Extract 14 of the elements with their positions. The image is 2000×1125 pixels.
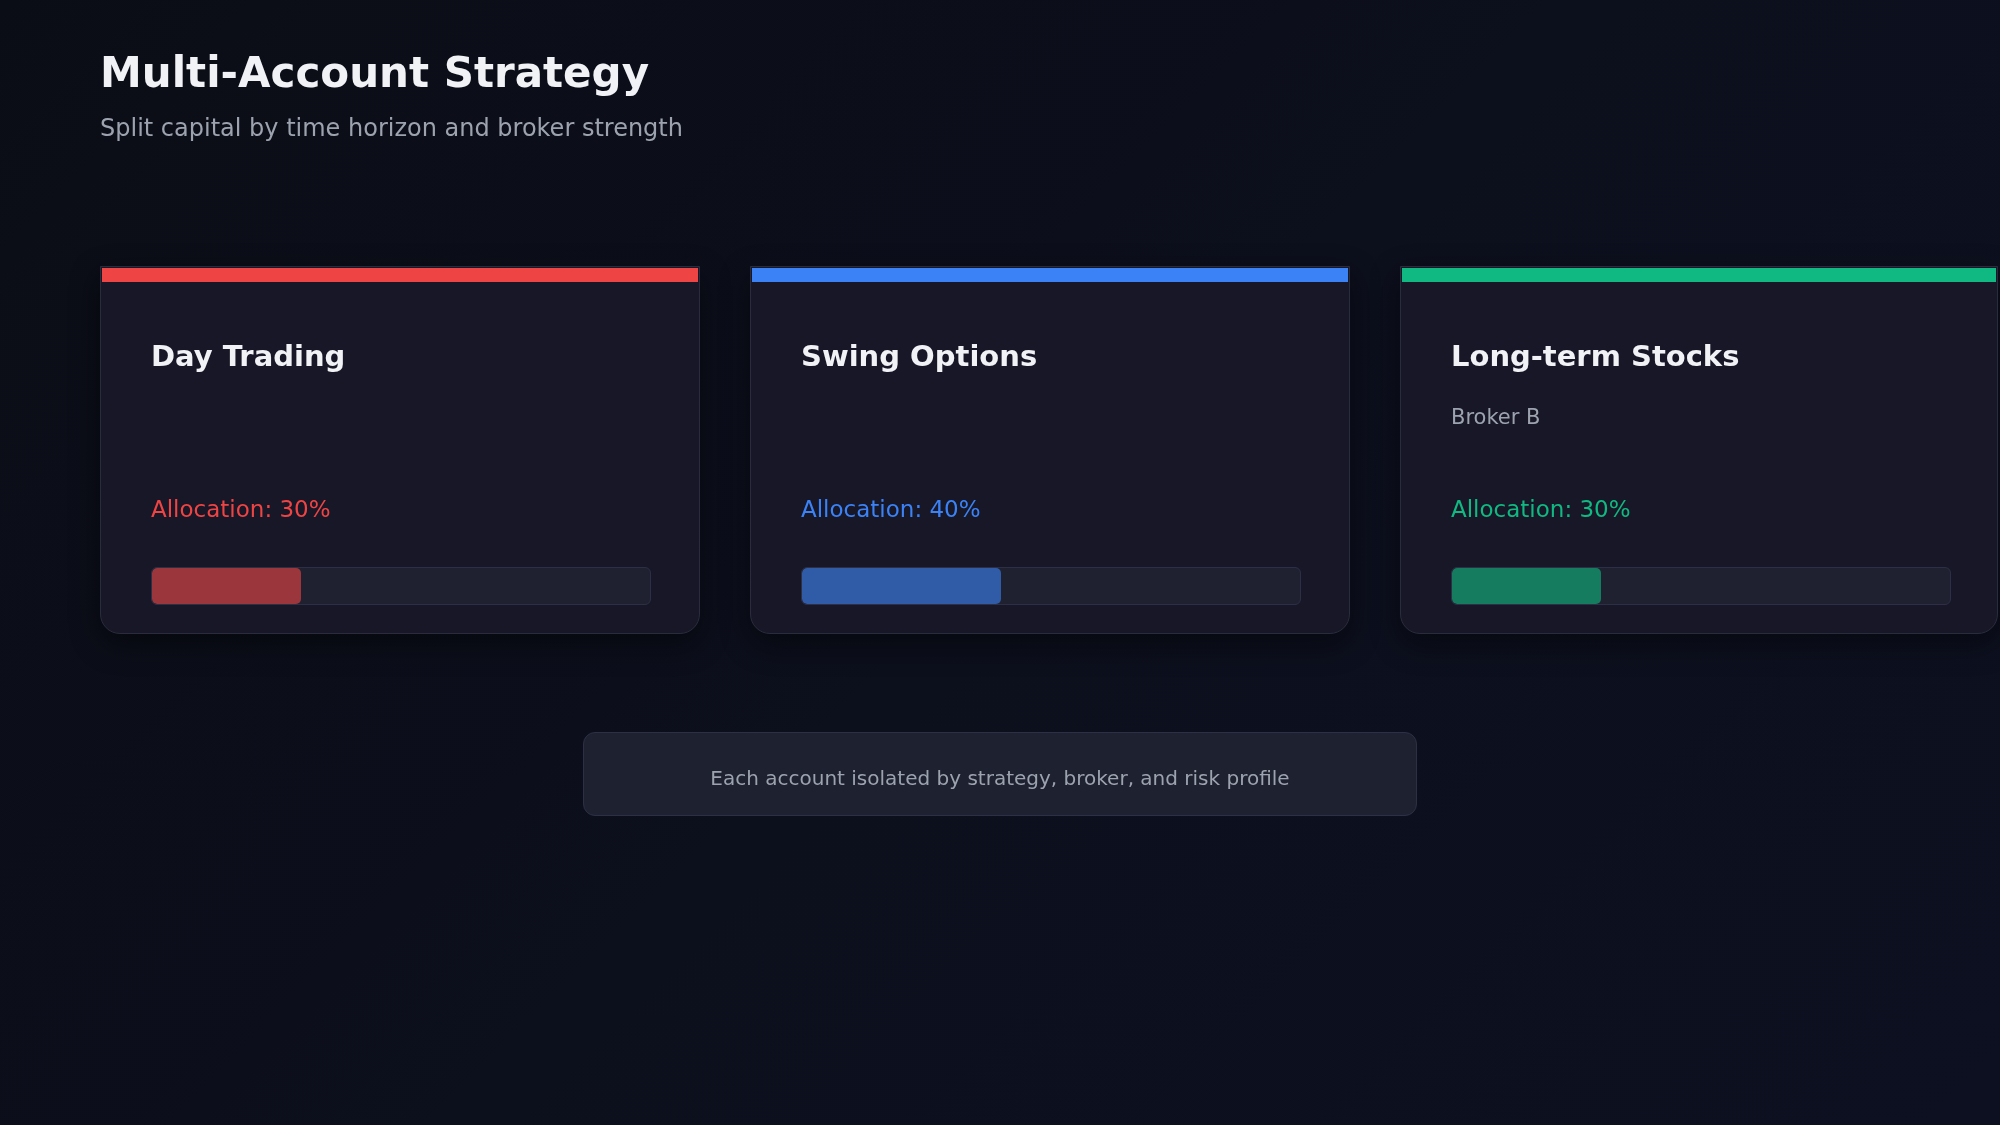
account-card	[750, 266, 1350, 634]
allocation-label: Allocation: 30%	[151, 498, 331, 521]
account-card	[1400, 266, 1998, 634]
note-text: Each account isolated by strategy, broker, and risk profile	[710, 766, 1290, 790]
allocation-label: Allocation: 30%	[1451, 498, 1631, 521]
card-title: Long-term Stocks	[1451, 342, 1740, 371]
note-box	[583, 732, 1417, 816]
card-title: Swing Options	[801, 342, 1038, 371]
card-title: Day Trading	[151, 342, 346, 371]
page-subtitle: Split capital by time horizon and broker strength	[100, 114, 683, 143]
account-card	[100, 266, 700, 634]
broker-label: Broker B	[1451, 407, 1541, 428]
allocation-label: Allocation: 40%	[801, 498, 981, 521]
page-title: Multi-Account Strategy	[100, 48, 650, 99]
